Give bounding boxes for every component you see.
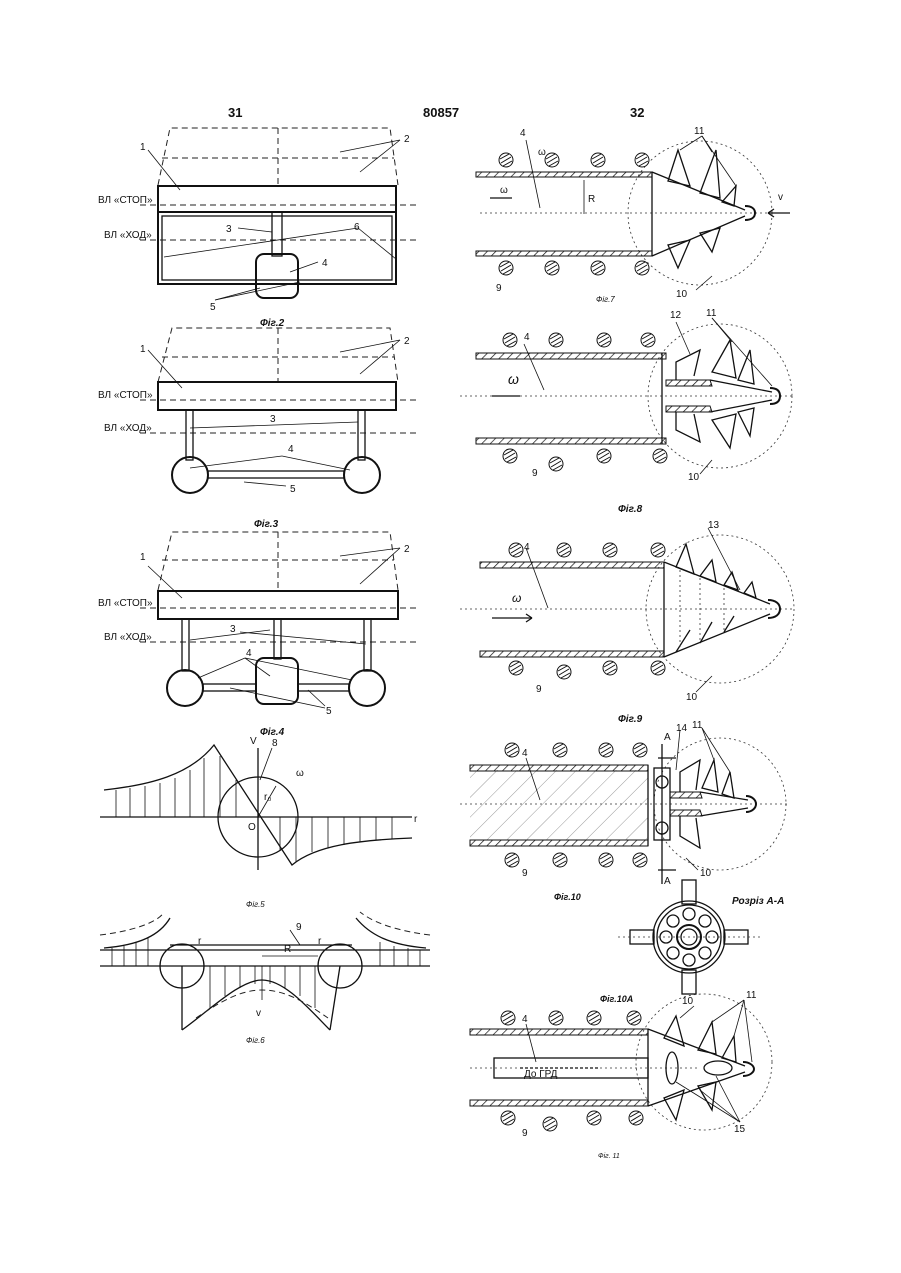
section-aa-label: Розріз А-А <box>732 896 784 907</box>
figure-8-caption: Фіг.8 <box>618 504 643 515</box>
callout-1: 1 <box>140 142 146 153</box>
callout-9-fig9: 9 <box>536 684 542 695</box>
callout-4-fig4: 4 <box>246 648 252 659</box>
callout-9-fig11: 9 <box>522 1128 528 1139</box>
figure-10a: Розріз А-А Фіг.10А <box>600 880 784 1004</box>
callout-10-fig8: 10 <box>688 472 700 483</box>
figure-5-caption: Фіг.5 <box>246 900 265 909</box>
waterline-move-label-fig3: ВЛ «ХОД» <box>104 423 152 434</box>
figure-9-caption: Фіг.9 <box>618 714 643 725</box>
figure-3-caption: Фіг.3 <box>254 519 279 530</box>
callout-1-fig4: 1 <box>140 552 146 563</box>
figure-11-caption: Фіг. 11 <box>598 1152 620 1160</box>
figure-3: 1 2 3 4 5 ВЛ «СТОП» ВЛ «ХОД» Фіг.3 <box>98 328 420 530</box>
figure-11: 4 До ГРД 10 11 15 9 Фіг. 11 <box>470 990 772 1160</box>
waterline-move-label: ВЛ «ХОД» <box>104 230 152 241</box>
callout-2-fig3: 2 <box>404 336 410 347</box>
origin-label: O <box>248 822 256 833</box>
figure-10: 4 А А 14 11 9 10 Фіг.10 <box>460 720 790 902</box>
figure-7: 4 ω R ω v 11 9 10 Фіг.7 <box>476 126 790 304</box>
callout-2: 2 <box>404 134 410 145</box>
waterline-stop-label-fig3: ВЛ «СТОП» <box>98 390 153 401</box>
callout-4-fig9: 4 <box>524 542 530 553</box>
radius-R-label-fig6: R <box>284 944 291 955</box>
callout-3: 3 <box>226 224 232 235</box>
figure-6-caption: Фіг.6 <box>246 1036 265 1045</box>
omega-label-fig5: ω <box>296 768 304 779</box>
callout-6: 6 <box>354 222 360 233</box>
waterline-move-label-fig4: ВЛ «ХОД» <box>104 632 152 643</box>
callout-3-fig4: 3 <box>230 624 236 635</box>
radius-axis-label: r <box>414 814 418 825</box>
callout-11-fig8: 11 <box>706 308 717 319</box>
callout-10-fig11: 10 <box>682 996 694 1007</box>
callout-12: 12 <box>670 310 682 321</box>
waterline-stop-label: ВЛ «СТОП» <box>98 195 153 206</box>
callout-1-fig3: 1 <box>140 344 146 355</box>
waterline-stop-label-fig4: ВЛ «СТОП» <box>98 598 153 609</box>
omega-arrow-label-fig7: ω <box>500 185 508 196</box>
callout-11-fig7: 11 <box>694 126 705 137</box>
figure-4: 1 2 3 4 5 ВЛ «СТОП» ВЛ «ХОД» Фіг.4 <box>98 532 420 738</box>
v-label-fig7: v <box>778 192 783 203</box>
callout-4-fig8: 4 <box>524 332 530 343</box>
callout-4-fig7: 4 <box>520 128 526 139</box>
callout-10-fig10: 10 <box>700 868 712 879</box>
omega-label-fig9: ω <box>512 591 521 605</box>
callout-4-fig10: 4 <box>522 748 528 759</box>
figure-10-caption: Фіг.10 <box>554 892 581 902</box>
callout-4: 4 <box>322 258 328 269</box>
callout-10-fig9: 10 <box>686 692 698 703</box>
callout-15: 15 <box>734 1124 746 1135</box>
radius-R-label-fig7: R <box>588 194 595 205</box>
callout-9-fig6: 9 <box>296 922 302 933</box>
figure-6: R r r v 9 Фіг.6 <box>100 912 430 1045</box>
callout-9-fig10: 9 <box>522 868 528 879</box>
callout-5-fig3: 5 <box>290 484 296 495</box>
patent-number: 80857 <box>423 105 459 120</box>
omega-label-fig7: ω <box>538 147 546 158</box>
page-number-right: 32 <box>630 105 644 120</box>
callout-8: 8 <box>272 738 278 749</box>
omega-label-fig8: ω <box>508 371 519 387</box>
figure-9: 4 ω 13 9 10 Фіг.9 <box>460 520 795 725</box>
figure-2-caption: Фіг.2 <box>260 318 285 329</box>
callout-13: 13 <box>708 520 720 531</box>
callout-10-fig7: 10 <box>676 289 688 300</box>
section-marker-top: А <box>664 732 671 743</box>
section-marker-bottom: А <box>664 876 671 887</box>
callout-5: 5 <box>210 302 216 313</box>
figure-10a-caption: Фіг.10А <box>600 994 633 1004</box>
v-label-fig6: v <box>256 1008 261 1019</box>
callout-11-fig10: 11 <box>692 720 703 731</box>
callout-3-fig3: 3 <box>270 414 276 425</box>
callout-2-fig4: 2 <box>404 544 410 555</box>
callout-5-fig4: 5 <box>326 706 332 717</box>
gas-label: До ГРД <box>524 1069 558 1080</box>
r0-label: r₀ <box>264 792 271 803</box>
callout-9-fig7: 9 <box>496 283 502 294</box>
figure-2: 1 2 3 4 6 5 ВЛ «СТОП» ВЛ «ХОД» Фіг.2 <box>98 128 420 329</box>
callout-4-fig3: 4 <box>288 444 294 455</box>
velocity-axis-label: V <box>250 736 257 747</box>
callout-11-fig11: 11 <box>746 990 757 1001</box>
callout-4-fig11: 4 <box>522 1014 528 1025</box>
callout-14: 14 <box>676 723 688 734</box>
figure-8: 4 ω 12 11 9 10 Фіг.8 <box>460 308 795 515</box>
figure-5: V r O r₀ ω 8 Фіг.5 <box>100 736 418 909</box>
page-number-left: 31 <box>228 105 242 120</box>
figure-4-caption: Фіг.4 <box>260 727 285 738</box>
callout-9-fig8: 9 <box>532 468 538 479</box>
figure-7-caption: Фіг.7 <box>596 295 615 304</box>
